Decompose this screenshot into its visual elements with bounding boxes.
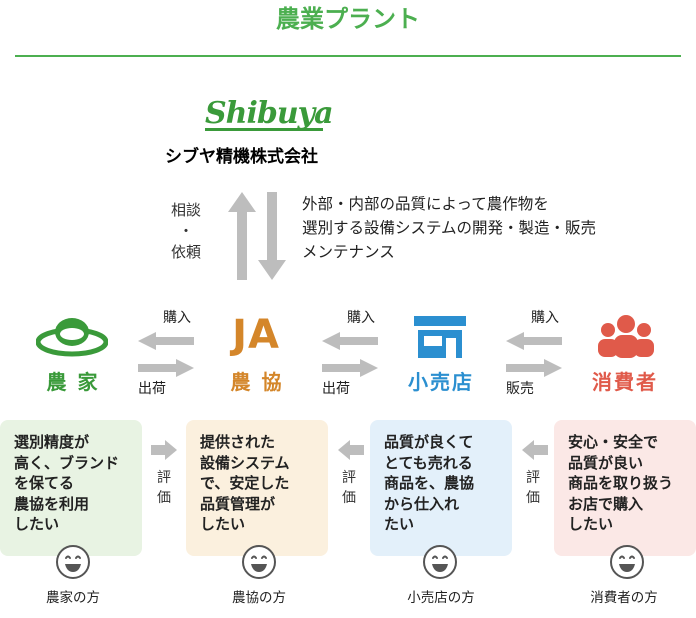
eval-label-1: 評 価 [157, 470, 171, 506]
ufo-icon [36, 318, 108, 357]
eval-arrow-right-icon [151, 440, 177, 460]
retailer-need-box: 品質が良くて とても売れる 商品を、農協 から仕入れ たい [370, 420, 512, 556]
store-icon [414, 316, 466, 358]
smiley-face-icon [610, 545, 644, 579]
smiley-face-icon [56, 545, 90, 579]
node-label-retailer: 小売店 [408, 370, 474, 394]
eval-label-2: 評 価 [342, 470, 356, 506]
consult-label: 相談 ・ 依頼 [170, 201, 201, 261]
person-label-retailer: 小売店の方 [407, 590, 475, 606]
title-divider [15, 55, 681, 57]
company-name: シブヤ精機株式会社 [165, 147, 318, 167]
ja-need-box: 提供された 設備システム で、安定した 品質管理が したい [186, 420, 328, 556]
person-label-ja: 農協の方 [232, 590, 286, 606]
shibuya-logo: Shibuya [205, 96, 334, 131]
eval-label-3: 評 価 [526, 470, 540, 506]
flow-label-ship-1: 出荷 [138, 381, 166, 397]
eval-arrow-left-icon [522, 440, 548, 460]
flow-label-purchase-1: 購入 [163, 310, 191, 326]
flow-label-purchase-3: 購入 [531, 310, 559, 326]
flow-arrows-1-icon [138, 332, 194, 377]
person-label-farmer: 農家の方 [46, 590, 100, 606]
service-description: 外部・内部の品質によって農作物を 選別する設備システムの開発・製造・販売 メンテ… [302, 195, 597, 261]
flow-arrows-2-icon [322, 332, 378, 377]
flow-label-ship-2: 出荷 [322, 381, 350, 397]
consumer-need-box: 安心・安全で 品質が良い 商品を取り扱う お店で購入 したい [554, 420, 696, 556]
logo-underline [205, 128, 323, 131]
ja-logo: JA [232, 312, 280, 358]
flow-label-purchase-2: 購入 [347, 310, 375, 326]
flow-arrows-3-icon [506, 332, 562, 377]
flow-label-sell-3: 販売 [506, 381, 534, 397]
node-label-consumer: 消費者 [592, 370, 658, 394]
smiley-face-icon [242, 545, 276, 579]
page-title: 農業プラント [276, 5, 420, 33]
person-label-consumer: 消費者の方 [590, 590, 658, 606]
down-arrow-icon [258, 192, 286, 280]
eval-arrow-left-icon [338, 440, 364, 460]
node-label-ja: 農 協 [230, 370, 284, 394]
up-down-arrows-icon [228, 192, 286, 280]
smiley-face-icon [423, 545, 457, 579]
up-arrow-icon [228, 192, 256, 280]
people-icon [598, 315, 654, 358]
farmer-need-box: 選別精度が 高く、ブランド を保てる 農協を利用 したい [0, 420, 142, 556]
node-label-farmer: 農 家 [46, 370, 100, 394]
